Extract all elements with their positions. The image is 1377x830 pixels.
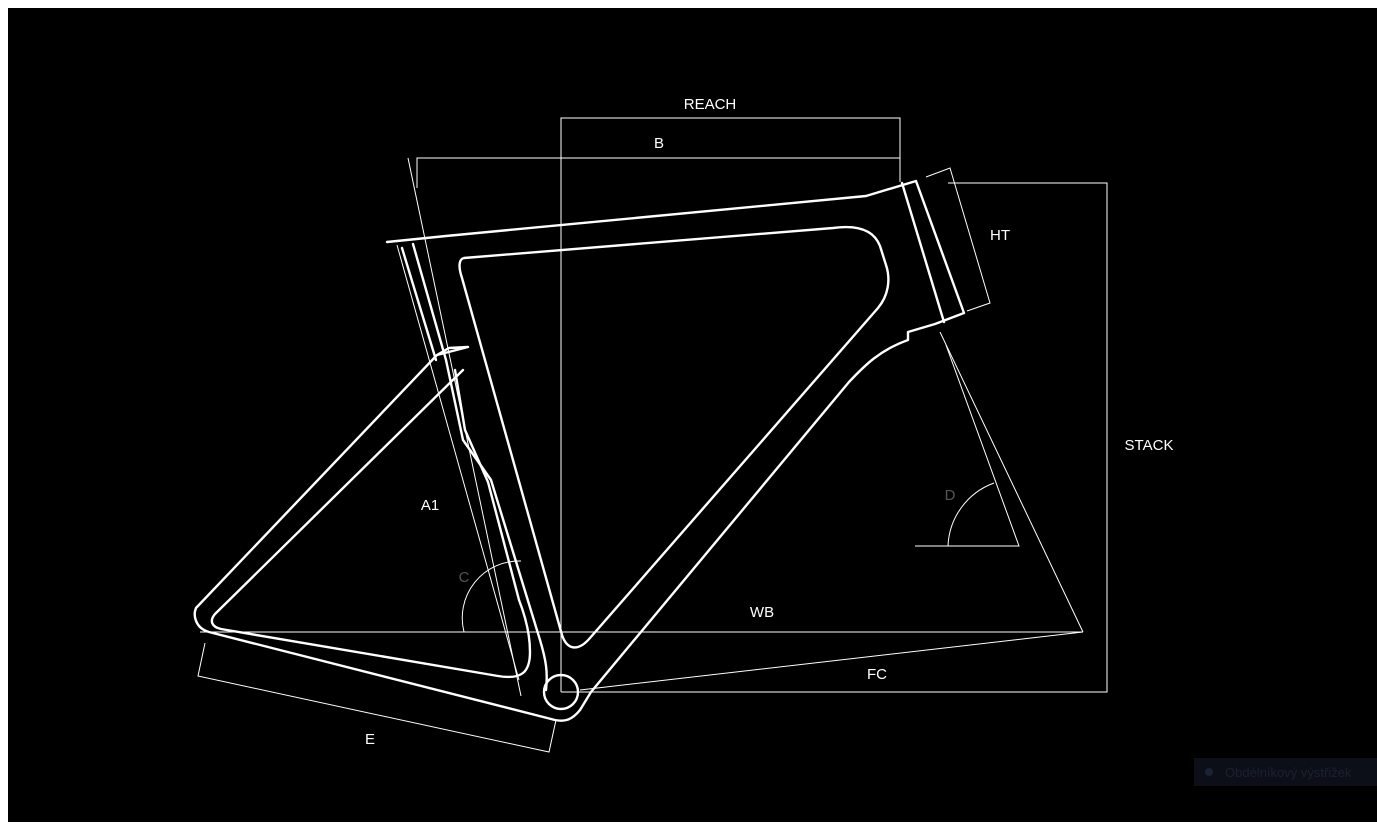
head-tube-line	[900, 181, 946, 324]
main-triangle-inner	[458, 225, 890, 649]
frame-geometry-canvas: REACH B HT STACK A1 C D WB FC E Obdélník…	[8, 8, 1377, 822]
b-label: B	[654, 135, 664, 152]
dimension-lines	[197, 117, 1108, 753]
wb-label: WB	[750, 604, 774, 621]
c-angle-label: C	[459, 569, 470, 586]
b-bracket	[416, 157, 900, 188]
chainstay-bracket	[197, 642, 557, 753]
reach-label: REACH	[684, 96, 737, 113]
e-label: E	[365, 731, 375, 748]
a1-label: A1	[421, 497, 439, 514]
head-angle-construction	[915, 344, 1020, 547]
ht-label: HT	[990, 227, 1010, 244]
rear-triangle-inner	[210, 368, 532, 679]
seat-tube-rear	[400, 246, 438, 362]
bottom-bracket	[542, 673, 580, 711]
head-angle-arc	[947, 482, 995, 547]
fc-label: FC	[867, 666, 887, 683]
reach-bracket	[560, 117, 901, 692]
stack-bracket	[561, 182, 1108, 693]
fork-axis-line	[939, 331, 1084, 633]
frame-outline	[193, 179, 966, 722]
stack-label: STACK	[1125, 437, 1174, 454]
seat-tube-offset-line	[396, 244, 520, 681]
d-angle-label: D	[945, 487, 956, 504]
front-center-line	[579, 631, 1084, 691]
snip-tooltip-text: Obdélníkový výstřižek	[1225, 764, 1352, 780]
bike-frame-geometry-diagram: REACH B HT STACK A1 C D WB FC E	[193, 96, 1173, 753]
record-dot-icon	[1205, 768, 1213, 776]
frame-outer-contour	[193, 179, 966, 722]
seat-angle-arc	[461, 560, 522, 633]
ht-bracket	[925, 167, 991, 312]
dimension-labels: REACH B HT STACK A1 C D WB FC E	[365, 96, 1173, 748]
rectangular-snip-tooltip[interactable]: Obdélníkový výstřižek	[1194, 758, 1377, 786]
